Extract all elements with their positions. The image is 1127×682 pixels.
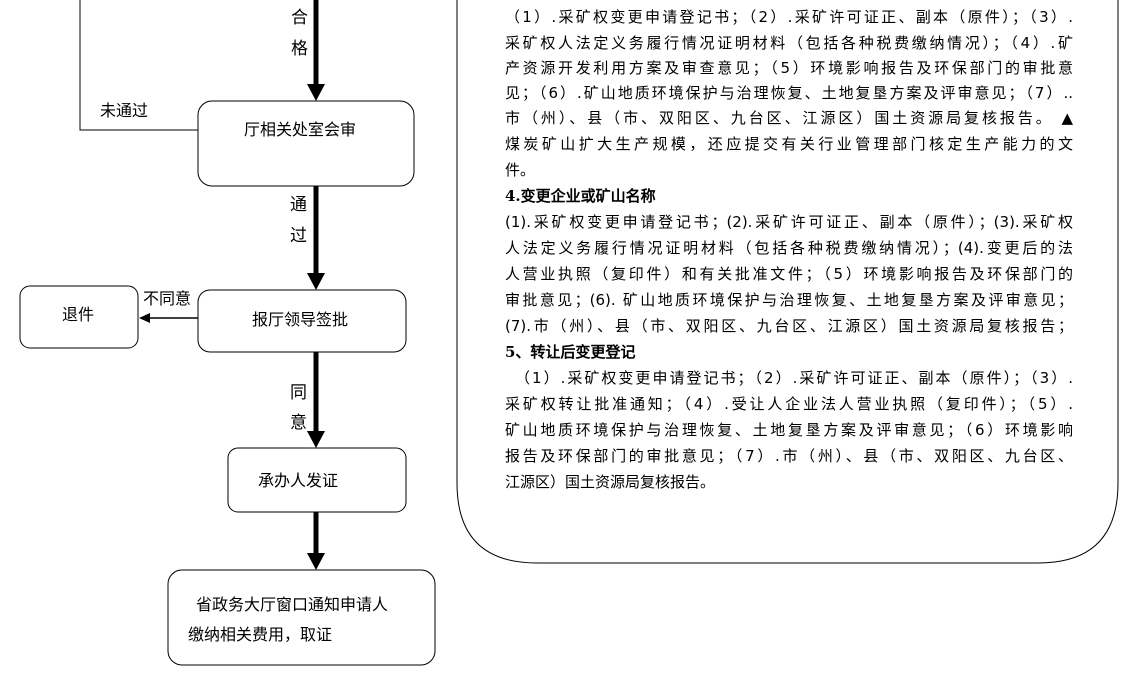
rejected-label: 未通过 (100, 101, 149, 120)
section-heading-5: 5、转让后变更登记 (505, 343, 636, 361)
review-box-shape (197, 100, 415, 187)
doc-line: 煤炭矿山扩大生产规模，还应提交有关行业管理部门核定生产能力的文 (505, 135, 1073, 153)
final-box-shape (167, 569, 436, 666)
return-box-shape (19, 285, 139, 349)
final-box-line1: 省政务大厅窗口通知申请人 (196, 595, 389, 614)
doc-line: 见；（6）.矿山地质环境保护与治理恢复、土地复垦方案及评审意见；（7）.. (505, 84, 1073, 102)
doc-line: （1）.采矿权变更申请登记书；（2）.采矿许可证正、副本（原件）；（3）. (505, 8, 1073, 26)
agree-label-1: 同 (290, 383, 307, 403)
doc-line: 件。 (505, 161, 536, 179)
agree-label-2: 意 (290, 413, 307, 433)
doc-line: (1).采矿权变更申请登记书；(2).采矿许可证正、副本（原件）；(3).采矿权 (505, 213, 1073, 231)
disagree-label: 不同意 (143, 289, 192, 308)
approved-label-2: 过 (290, 226, 307, 246)
doc-line: 审批意见；(6). 矿山地质环境保护与治理恢复、土地复垦方案及评审意见； (505, 291, 1073, 309)
approved-label-1: 通 (290, 195, 307, 215)
doc-line: 矿山地质环境保护与治理恢复、土地复垦方案及评审意见；（6）环境影响 (505, 421, 1073, 439)
doc-line: 产资源开发利用方案及审查意见；（5）环境影响报告及环保部门的审批意 (505, 59, 1073, 77)
document-frame (456, 0, 1119, 564)
leader-box-shape (197, 289, 407, 353)
return-box: 退件 (62, 305, 95, 324)
rejected-connector (79, 0, 198, 131)
issue-box-shape (227, 447, 407, 513)
doc-line: 采矿权转让批准通知；（4）.受让人企业法人营业执照（复印件）；（5）. (505, 395, 1073, 413)
doc-line: 人营业执照（复印件）和有关批准文件；（5）环境影响报告及环保部门的 (505, 265, 1073, 283)
qualified-label-1: 合 (291, 8, 308, 28)
doc-line: （1）.采矿权变更申请登记书；（2）.采矿许可证正、副本（原件）；（3）. (515, 369, 1073, 387)
issue-box: 承办人发证 (258, 471, 339, 490)
doc-line: 人法定义务履行情况证明材料（包括各种税费缴纳情况）；(4).变更后的法 (505, 239, 1073, 257)
review-box: 厅相关处室会审 (244, 120, 357, 139)
section-heading-4: 4.变更企业或矿山名称 (505, 187, 656, 205)
final-box-line2: 缴纳相关费用，取证 (188, 625, 333, 644)
doc-line: (7).市（州）、县（市、双阳区、九台区、江源区）国土资源局复核报告； (505, 317, 1073, 335)
doc-line: 采矿权人法定义务履行情况证明材料（包括各种税费缴纳情况）；（4）.矿 (505, 34, 1073, 52)
leader-box: 报厅领导签批 (252, 310, 349, 329)
doc-line: 市（州）、县（市、双阳区、九台区、江源区）国土资源局复核报告。 ▲ (505, 109, 1073, 127)
doc-line: 报告及环保部门的审批意见；（7）.市（州）、县（市、双阳区、九台区、 (505, 447, 1073, 465)
doc-line: 江源区）国土资源局复核报告。 (505, 473, 716, 491)
qualified-label-2: 格 (291, 39, 308, 59)
